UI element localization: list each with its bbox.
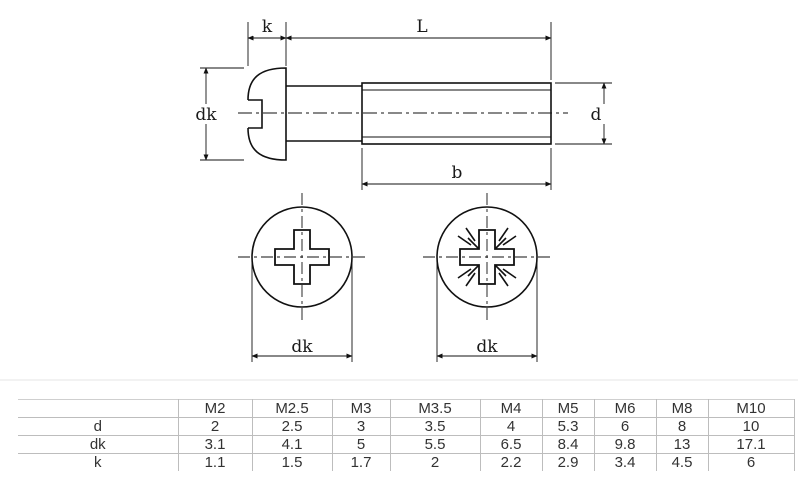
screw-technical-drawing: k L dk d b dk	[0, 16, 798, 381]
size-header: M2	[177, 399, 253, 418]
table-cell: 17.1	[707, 435, 795, 454]
table-cell: 1.7	[331, 453, 391, 471]
table-cell: 2	[389, 453, 481, 471]
head-outline	[251, 206, 353, 308]
head-outline	[436, 206, 538, 308]
table-cell: 1.5	[251, 453, 333, 471]
pozidriv-head-view	[423, 193, 551, 362]
table-cell: 2.9	[541, 453, 595, 471]
table-cell: 3	[331, 417, 391, 436]
table-row: dk 3.1 4.1 5 5.5 6.5 8.4 9.8 13 17.1	[18, 435, 795, 454]
table-cell: 8	[655, 417, 709, 436]
table-cell: 6.5	[479, 435, 543, 454]
table-cell: 3.5	[389, 417, 481, 436]
table-cell: 2	[177, 417, 253, 436]
table-cell: 4.5	[655, 453, 709, 471]
table-cell: 2.2	[479, 453, 543, 471]
table-cell: 2.5	[251, 417, 333, 436]
size-header: M3	[331, 399, 391, 418]
table-cell: 5	[331, 435, 391, 454]
size-header: M5	[541, 399, 595, 418]
pozidriv-tick-marks	[457, 227, 517, 287]
size-header: M3.5	[389, 399, 481, 418]
table-cell: 13	[655, 435, 709, 454]
threaded-section	[361, 82, 552, 145]
table-cell: 1.1	[177, 453, 253, 471]
row-label: k	[18, 453, 179, 471]
table-cell: 5.3	[541, 417, 595, 436]
size-header: M10	[707, 399, 795, 418]
table-cell: 5.5	[389, 435, 481, 454]
side-view	[200, 22, 612, 190]
table-cell: 6	[707, 453, 795, 471]
table-row: k 1.1 1.5 1.7 2 2.2 2.9 3.4 4.5 6	[18, 453, 795, 471]
size-header: M6	[593, 399, 657, 418]
dimension-table: M2 M2.5 M3 M3.5 M4 M5 M6 M8 M10 d 2 2.5 …	[18, 399, 795, 471]
screw-head	[247, 67, 287, 161]
table-cell: 8.4	[541, 435, 595, 454]
size-header: M2.5	[251, 399, 333, 418]
table-cell: 3.1	[177, 435, 253, 454]
size-header: M4	[479, 399, 543, 418]
table-cell: 10	[707, 417, 795, 436]
label-dk-side: dk	[195, 105, 217, 125]
table-row: d 2 2.5 3 3.5 4 5.3 6 8 10	[18, 417, 795, 436]
size-header: M8	[655, 399, 709, 418]
table-cell: 4.1	[251, 435, 333, 454]
row-label: d	[18, 417, 179, 436]
table-cell: 3.4	[593, 453, 657, 471]
table-cell: 9.8	[593, 435, 657, 454]
label-L: L	[416, 17, 427, 37]
label-dk-cross: dk	[291, 337, 313, 357]
row-label: dk	[18, 435, 179, 454]
table-cell: 4	[479, 417, 543, 436]
label-dk-pozidriv: dk	[476, 337, 498, 357]
label-d: d	[591, 105, 602, 125]
table-cell: 6	[593, 417, 657, 436]
corner-cell	[18, 399, 179, 418]
label-b: b	[452, 163, 463, 183]
cross-head-view	[238, 193, 366, 362]
head-slot	[248, 99, 263, 129]
label-k: k	[262, 17, 273, 37]
cross-recess-icon	[274, 229, 330, 285]
table-header-row: M2 M2.5 M3 M3.5 M4 M5 M6 M8 M10	[18, 399, 795, 418]
